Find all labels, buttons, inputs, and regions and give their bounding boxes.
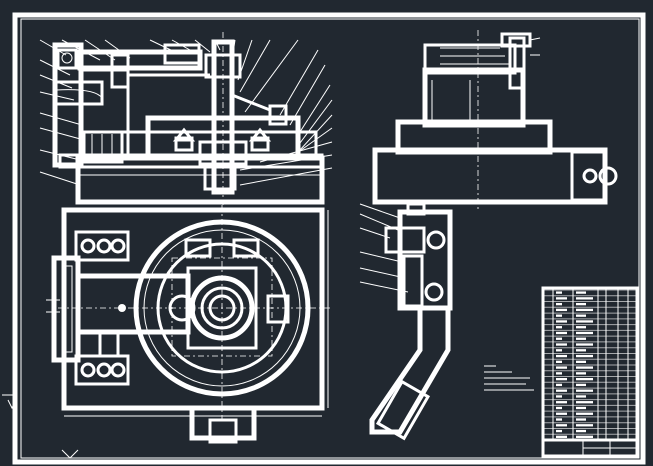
parts-table-cell-text <box>576 302 586 306</box>
parts-table-cell-text <box>556 377 567 381</box>
front-view <box>39 32 333 205</box>
parts-table-cell-text <box>576 395 586 398</box>
parts-table-cell-text <box>576 337 586 340</box>
parts-table-cell-text <box>556 412 567 415</box>
parts-table-cell-text <box>556 326 562 329</box>
parts-table-cell-text <box>576 424 593 427</box>
parts-table-cell-text <box>556 331 567 335</box>
parts-table-cell-text <box>556 354 567 358</box>
parts-table-cell-text <box>576 383 586 387</box>
parts-table-cell-text <box>576 308 593 312</box>
side-view <box>372 30 618 210</box>
parts-table-cell-text <box>556 320 567 323</box>
parts-table-cell-text <box>576 401 593 404</box>
parts-table-cell-text <box>556 291 562 294</box>
parts-table-cell-text <box>556 395 562 398</box>
parts-table-cell-text <box>556 418 562 421</box>
parts-table-cell-text <box>576 326 586 329</box>
parts-table-cell-text <box>576 291 586 294</box>
parts-table-cell-text <box>556 389 567 392</box>
parts-table-cell-text <box>556 372 562 375</box>
parts-table <box>541 286 639 458</box>
parts-table-cell-text <box>556 337 562 340</box>
top-view <box>46 205 330 444</box>
parts-table-cell-text <box>576 320 593 323</box>
parts-table-cell-text <box>576 389 593 392</box>
parts-table-cell-text <box>576 343 593 346</box>
parts-table-cell-text <box>576 331 593 335</box>
parts-table-cell-text <box>556 360 562 363</box>
parts-table-cell-text <box>576 412 593 415</box>
parts-table-cell-text <box>556 349 562 352</box>
parts-table-cell-text <box>556 314 562 317</box>
parts-table-cell-text <box>556 302 562 306</box>
parts-table-cell-text <box>576 435 593 438</box>
detail-lever-view <box>359 202 453 441</box>
ucs-mark-bottom <box>61 449 79 459</box>
drawing-outer-frame <box>12 12 646 465</box>
parts-table-cell-text <box>576 360 586 363</box>
parts-table-cell-text <box>576 314 586 317</box>
parts-table-cell-text <box>556 308 567 312</box>
parts-table-cell-text <box>556 424 567 427</box>
parts-table-cell-text <box>576 372 586 375</box>
ucs-mark-left <box>7 399 17 410</box>
parts-table-cell-text <box>576 297 593 300</box>
parts-table-cell-text <box>556 406 562 410</box>
parts-table-cell-text <box>556 297 567 300</box>
parts-table-cell-text <box>576 354 593 358</box>
parts-table-cell-text <box>556 343 567 346</box>
parts-table-rows <box>543 289 637 438</box>
parts-table-cell-text <box>576 418 586 421</box>
drawing-inner-frame <box>20 18 640 459</box>
parts-table-cell-text <box>556 401 567 404</box>
parts-table-cell-text <box>556 366 567 369</box>
parts-table-cell-text <box>576 429 586 433</box>
parts-table-cell-text <box>556 429 562 433</box>
technical-notes <box>484 365 534 391</box>
parts-table-cell-text <box>576 406 586 410</box>
parts-table-cell-text <box>556 383 562 387</box>
parts-table-cell-text <box>576 366 593 369</box>
parts-table-cell-text <box>556 435 567 438</box>
parts-table-cell-text <box>576 349 586 352</box>
parts-table-cell-text <box>576 377 593 381</box>
